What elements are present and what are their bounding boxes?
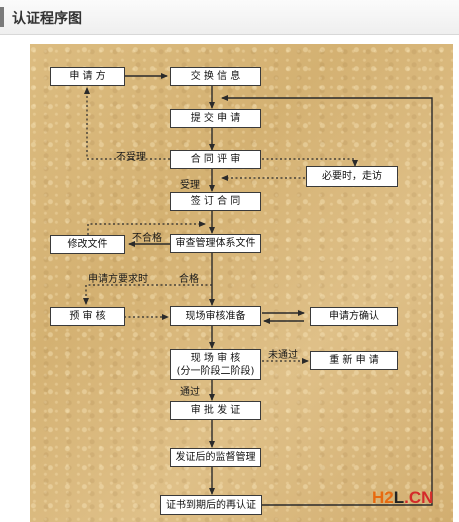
node-supervision-text: 发证后的监督管理 [175,452,256,463]
node-submit-application: 提 交 申 请 [170,109,261,128]
edge-not-accepted [84,87,170,160]
node-onsite-audit-line2: (分一阶段二阶段) [176,365,255,377]
node-applicant-confirm-text: 申请方确认 [329,311,379,322]
node-reapply: 重 新 申 请 [310,351,398,370]
logo-two: 2 [384,488,394,507]
node-contract-review: 合 同 评 审 [170,150,261,169]
label-accepted: 受理 [180,180,200,191]
node-recertification-text: 证书到期后的再认证 [166,499,256,511]
label-applicant-request: 申请方要求时 [88,274,148,285]
node-contract-review-text: 合 同 评 审 [190,154,241,165]
node-exchange-info-text: 交 换 信 息 [190,71,241,82]
node-exchange-info: 交 换 信 息 [170,67,261,86]
label-passed: 通过 [180,387,200,398]
node-onsite-prep: 现场审核准备 [170,306,261,326]
node-onsite-prep-text: 现场审核准备 [185,310,246,322]
node-recertification: 证书到期后的再认证 [160,495,262,515]
node-doc-review-text: 审查管理体系文件 [175,238,256,249]
edge-applicant-req [83,284,212,305]
logo-l: L [393,488,405,507]
node-pre-audit: 预 审 核 [50,307,125,326]
node-applicant-text: 申 请 方 [69,71,106,82]
edge-contract-visit [262,158,358,167]
h2l-logo: H2L.CN [372,488,433,508]
node-visit-text: 必要时，走访 [322,171,382,182]
node-applicant: 申 请 方 [50,67,125,86]
label-not-passed: 未通过 [268,350,298,361]
node-approve-cert: 审 批 发 证 [170,401,261,420]
logo-h: H [372,488,385,507]
node-reapply-text: 重 新 申 请 [329,355,379,366]
edge-recert-loop [221,95,433,506]
node-submit-application-text: 提 交 申 请 [190,113,241,124]
node-modify-docs: 修改文件 [50,235,125,254]
node-doc-review: 审查管理体系文件 [170,234,261,253]
label-not-accepted: 不受理 [116,152,146,163]
logo-cn: .CN [404,488,434,507]
node-sign-contract-text: 签 订 合 同 [190,196,241,207]
edge-modify-return [87,221,206,235]
node-onsite-audit: 现 场 审 核 (分一阶段二阶段) [170,349,261,380]
node-onsite-audit-line1: 现 场 审 核 [190,352,241,364]
label-qualified: 合格 [179,274,199,285]
node-sign-contract: 签 订 合 同 [170,192,261,211]
node-visit: 必要时，走访 [306,166,398,187]
node-supervision: 发证后的监督管理 [170,448,261,467]
header-accent-bar [0,7,4,27]
page-header: 认证程序图 [0,0,459,35]
node-approve-cert-text: 审 批 发 证 [190,405,241,416]
node-applicant-confirm: 申请方确认 [310,307,398,326]
node-modify-docs-text: 修改文件 [67,239,108,250]
label-unqualified: 不合格 [132,233,162,244]
node-pre-audit-text: 预 审 核 [69,311,106,322]
page-title: 认证程序图 [12,11,82,27]
